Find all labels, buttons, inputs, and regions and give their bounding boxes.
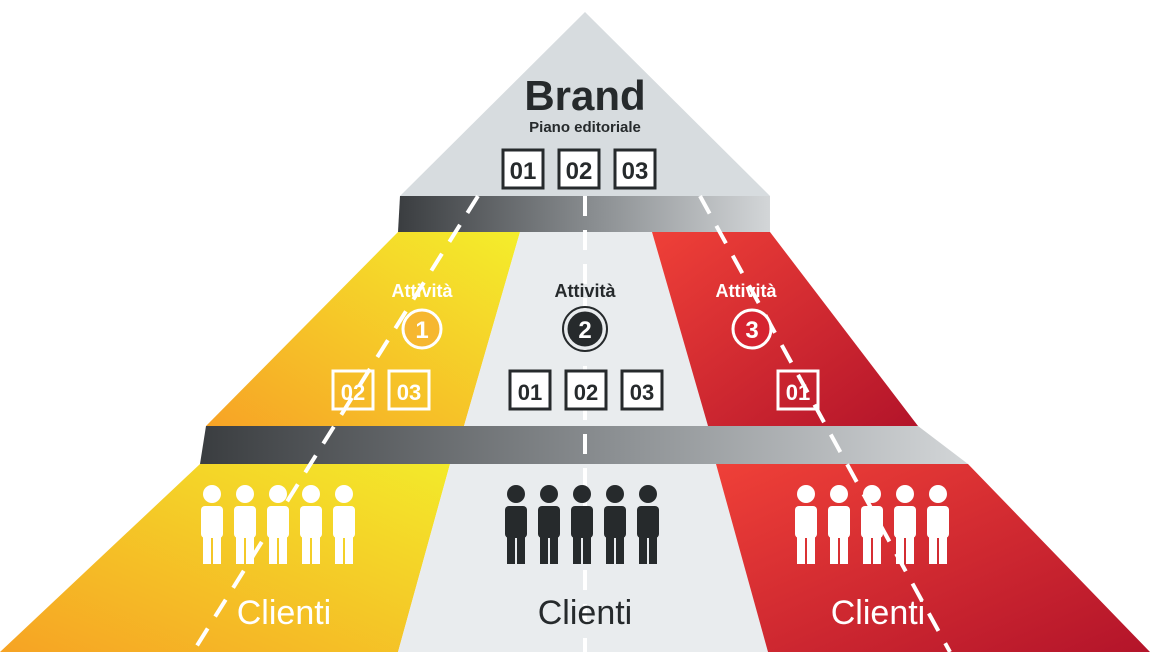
top-items: 01 02 03: [501, 148, 657, 190]
activity-2-badge: [564, 308, 606, 350]
activity-2-item-box-1: [508, 369, 552, 411]
top-subtitle: Piano editoriale: [529, 119, 641, 136]
middle-tier-left: [206, 232, 520, 426]
middle-tier-right: [652, 232, 918, 426]
activity-1-number: 1: [415, 317, 428, 344]
activity-2-label: Attività: [554, 281, 616, 301]
top-tier: [400, 12, 770, 196]
bottom-tier-left: [0, 464, 450, 652]
activity-1-label: Attività: [391, 281, 453, 301]
activity-1-item-box-1: [331, 369, 375, 411]
clients-label-right: Clienti: [831, 594, 925, 632]
dashed-line-left: [191, 194, 480, 652]
activity-2-item-3: 03: [630, 380, 654, 405]
top-item-2: 02: [566, 158, 593, 185]
activity-1-item-1: 02: [341, 380, 365, 405]
activity-1: Attività 1 02 03: [331, 281, 453, 411]
activity-2-item-box-3: [620, 369, 664, 411]
activity-1-badge: [401, 308, 443, 350]
top-item-box-1: [501, 148, 545, 190]
activity-3-item-1: 01: [786, 380, 810, 405]
activity-2-item-2: 02: [574, 380, 598, 405]
dashed-connectors: [191, 194, 952, 652]
activity-3-label: Attività: [715, 281, 777, 301]
activity-2: Attività 2 01 02 03: [508, 281, 664, 411]
activity-2-item-box-2: [564, 369, 608, 411]
activity-3-badge: [731, 308, 773, 350]
clients-label-left: Clienti: [237, 594, 331, 632]
activity-3-number: 3: [745, 317, 758, 344]
activity-1-item-box-2: [387, 369, 431, 411]
activity-1-item-2: 03: [397, 380, 421, 405]
top-item-1: 01: [510, 158, 537, 185]
activity-3: Attività 3 01: [715, 281, 820, 411]
activity-2-item-1: 01: [518, 380, 542, 405]
activity-3-item-box-1: [776, 369, 820, 411]
top-item-3: 03: [622, 158, 649, 185]
activity-2-badge-ring: [562, 306, 608, 352]
top-title: Brand: [524, 72, 645, 119]
activity-2-number: 2: [578, 317, 591, 344]
top-item-box-2: [557, 148, 601, 190]
top-item-box-3: [613, 148, 657, 190]
dashed-line-right: [698, 195, 952, 652]
clients-label-center: Clienti: [538, 594, 632, 632]
